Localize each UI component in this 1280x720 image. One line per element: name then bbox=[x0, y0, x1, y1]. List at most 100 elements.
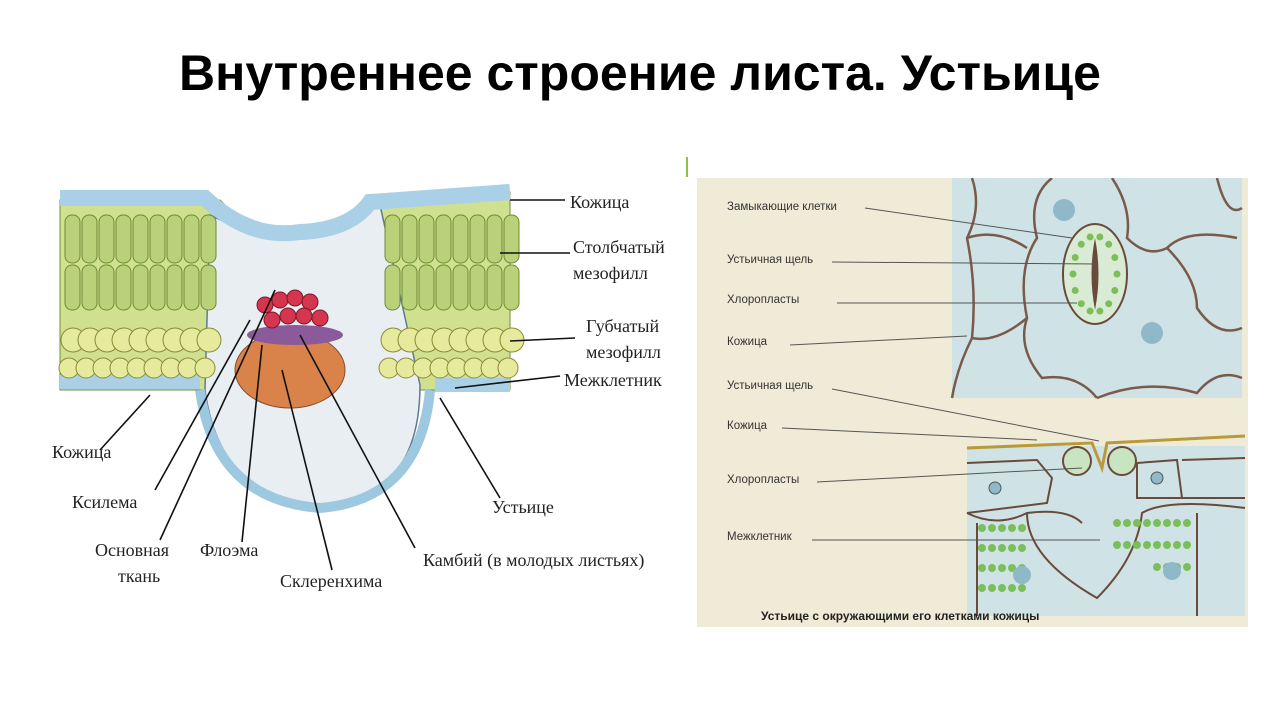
figure-caption: Устьице с окружающими его клетками кожиц… bbox=[761, 609, 1040, 623]
palisade-cell bbox=[132, 264, 149, 311]
label-spongy-1: Губчатый bbox=[586, 316, 660, 336]
spongy-cell bbox=[194, 357, 216, 379]
palisade-cell bbox=[435, 214, 452, 264]
chloroplast bbox=[1173, 541, 1181, 549]
palisade-cell bbox=[166, 264, 183, 311]
chloroplast bbox=[1018, 584, 1026, 592]
label-ground-1: Основная bbox=[95, 540, 170, 560]
label-ground-2: ткань bbox=[118, 566, 161, 586]
chloroplast bbox=[978, 584, 986, 592]
palisade-cell bbox=[486, 264, 503, 311]
nucleus bbox=[988, 481, 1002, 495]
nucleus bbox=[1150, 471, 1164, 485]
palisade-cell bbox=[98, 214, 115, 264]
lower-epidermis bbox=[60, 375, 510, 392]
leaf-cross-section-drawing bbox=[58, 184, 576, 571]
label-stomatal-pore-top: Устьичная щель bbox=[727, 254, 814, 266]
nucleus bbox=[1053, 199, 1075, 221]
cuticle bbox=[966, 434, 1246, 474]
chloroplast bbox=[1086, 307, 1094, 315]
palisade-cell bbox=[452, 214, 469, 264]
chloroplast bbox=[1111, 254, 1119, 262]
chloroplast bbox=[998, 584, 1006, 592]
chloroplast bbox=[1071, 286, 1079, 294]
chloroplast bbox=[998, 544, 1006, 552]
palisade-cell bbox=[166, 214, 183, 264]
stoma-figure: Замыкающие клетки Устьичная щель Хлоропл… bbox=[697, 178, 1248, 627]
chloroplast bbox=[1123, 541, 1131, 549]
palisade-cell bbox=[149, 214, 166, 264]
label-stomatal-pore-bottom: Устьичная щель bbox=[727, 380, 814, 392]
nucleus bbox=[1013, 566, 1031, 584]
chloroplast bbox=[1143, 541, 1151, 549]
label-xylem: Ксилема bbox=[72, 492, 138, 512]
label-chloroplasts-bottom: Хлоропласты bbox=[727, 474, 800, 486]
palisade-cell bbox=[200, 214, 217, 264]
slide-title: Внутреннее строение листа. Устьице bbox=[179, 45, 1101, 101]
midrib-outer-epidermis bbox=[195, 389, 435, 514]
palisade-cell bbox=[183, 264, 200, 311]
upper-epidermis bbox=[60, 184, 511, 242]
palisade-cell bbox=[98, 264, 115, 311]
xylem-vessel bbox=[295, 307, 313, 325]
chloroplast bbox=[1183, 563, 1191, 571]
chloroplast bbox=[1113, 519, 1121, 527]
chloroplast bbox=[1077, 240, 1085, 248]
palisade-cell bbox=[81, 264, 98, 311]
palisade-cell bbox=[401, 214, 418, 264]
chloroplast bbox=[988, 524, 996, 532]
xylem-vessel bbox=[279, 307, 297, 325]
palisade-cell bbox=[503, 214, 520, 264]
nucleus bbox=[1163, 562, 1181, 580]
palisade-cell bbox=[115, 214, 132, 264]
chloroplast bbox=[978, 544, 986, 552]
chloroplast bbox=[1008, 524, 1016, 532]
label-epidermis-bottom: Кожица bbox=[52, 442, 112, 462]
palisade-cell bbox=[183, 214, 200, 264]
chloroplast bbox=[1096, 233, 1104, 241]
chloroplast bbox=[1008, 544, 1016, 552]
chloroplast bbox=[1123, 519, 1131, 527]
chloroplast bbox=[978, 564, 986, 572]
chloroplast bbox=[1173, 519, 1181, 527]
chloroplast bbox=[1133, 541, 1141, 549]
label-cambium: Камбий (в молодых листьях) bbox=[423, 550, 645, 570]
chloroplast bbox=[1018, 524, 1026, 532]
cambium-band bbox=[247, 325, 343, 345]
palisade-cell bbox=[452, 264, 469, 311]
label-guard-cells: Замыкающие клетки bbox=[727, 201, 837, 213]
chloroplast bbox=[988, 564, 996, 572]
chloroplast bbox=[988, 544, 996, 552]
leader-lines bbox=[99, 199, 576, 571]
palisade-cell bbox=[64, 214, 81, 264]
chloroplast bbox=[998, 564, 1006, 572]
chloroplast bbox=[1153, 563, 1161, 571]
right-leader-lines bbox=[781, 207, 1100, 541]
xylem-vessel bbox=[311, 309, 329, 327]
guard-cell-section bbox=[1062, 446, 1092, 476]
label-palisade-2: мезофилл bbox=[573, 263, 648, 283]
chloroplast bbox=[1008, 564, 1016, 572]
label-sclerenchyma: Склеренхима bbox=[280, 571, 383, 591]
chloroplast bbox=[1105, 300, 1113, 308]
chloroplast bbox=[1071, 254, 1079, 262]
chloroplast bbox=[1133, 519, 1141, 527]
chloroplast bbox=[1183, 541, 1191, 549]
cell-walls-top bbox=[950, 178, 1243, 400]
palisade-cell bbox=[64, 264, 81, 311]
palisade-cell bbox=[418, 214, 435, 264]
chloroplast bbox=[1183, 519, 1191, 527]
chloroplast bbox=[1113, 270, 1121, 278]
cell-walls-bottom bbox=[966, 457, 1246, 616]
palisade-cell bbox=[503, 264, 520, 311]
xylem-vessel bbox=[286, 289, 304, 307]
label-epidermis-top: Кожица bbox=[727, 336, 768, 348]
palisade-cell bbox=[149, 264, 166, 311]
cursor-marker bbox=[686, 157, 688, 177]
xylem-vessel bbox=[263, 311, 281, 329]
palisade-cell bbox=[81, 214, 98, 264]
chloroplast bbox=[1105, 240, 1113, 248]
palisade-cell bbox=[384, 264, 401, 311]
nucleus bbox=[1141, 322, 1163, 344]
palisade-cell bbox=[132, 214, 149, 264]
